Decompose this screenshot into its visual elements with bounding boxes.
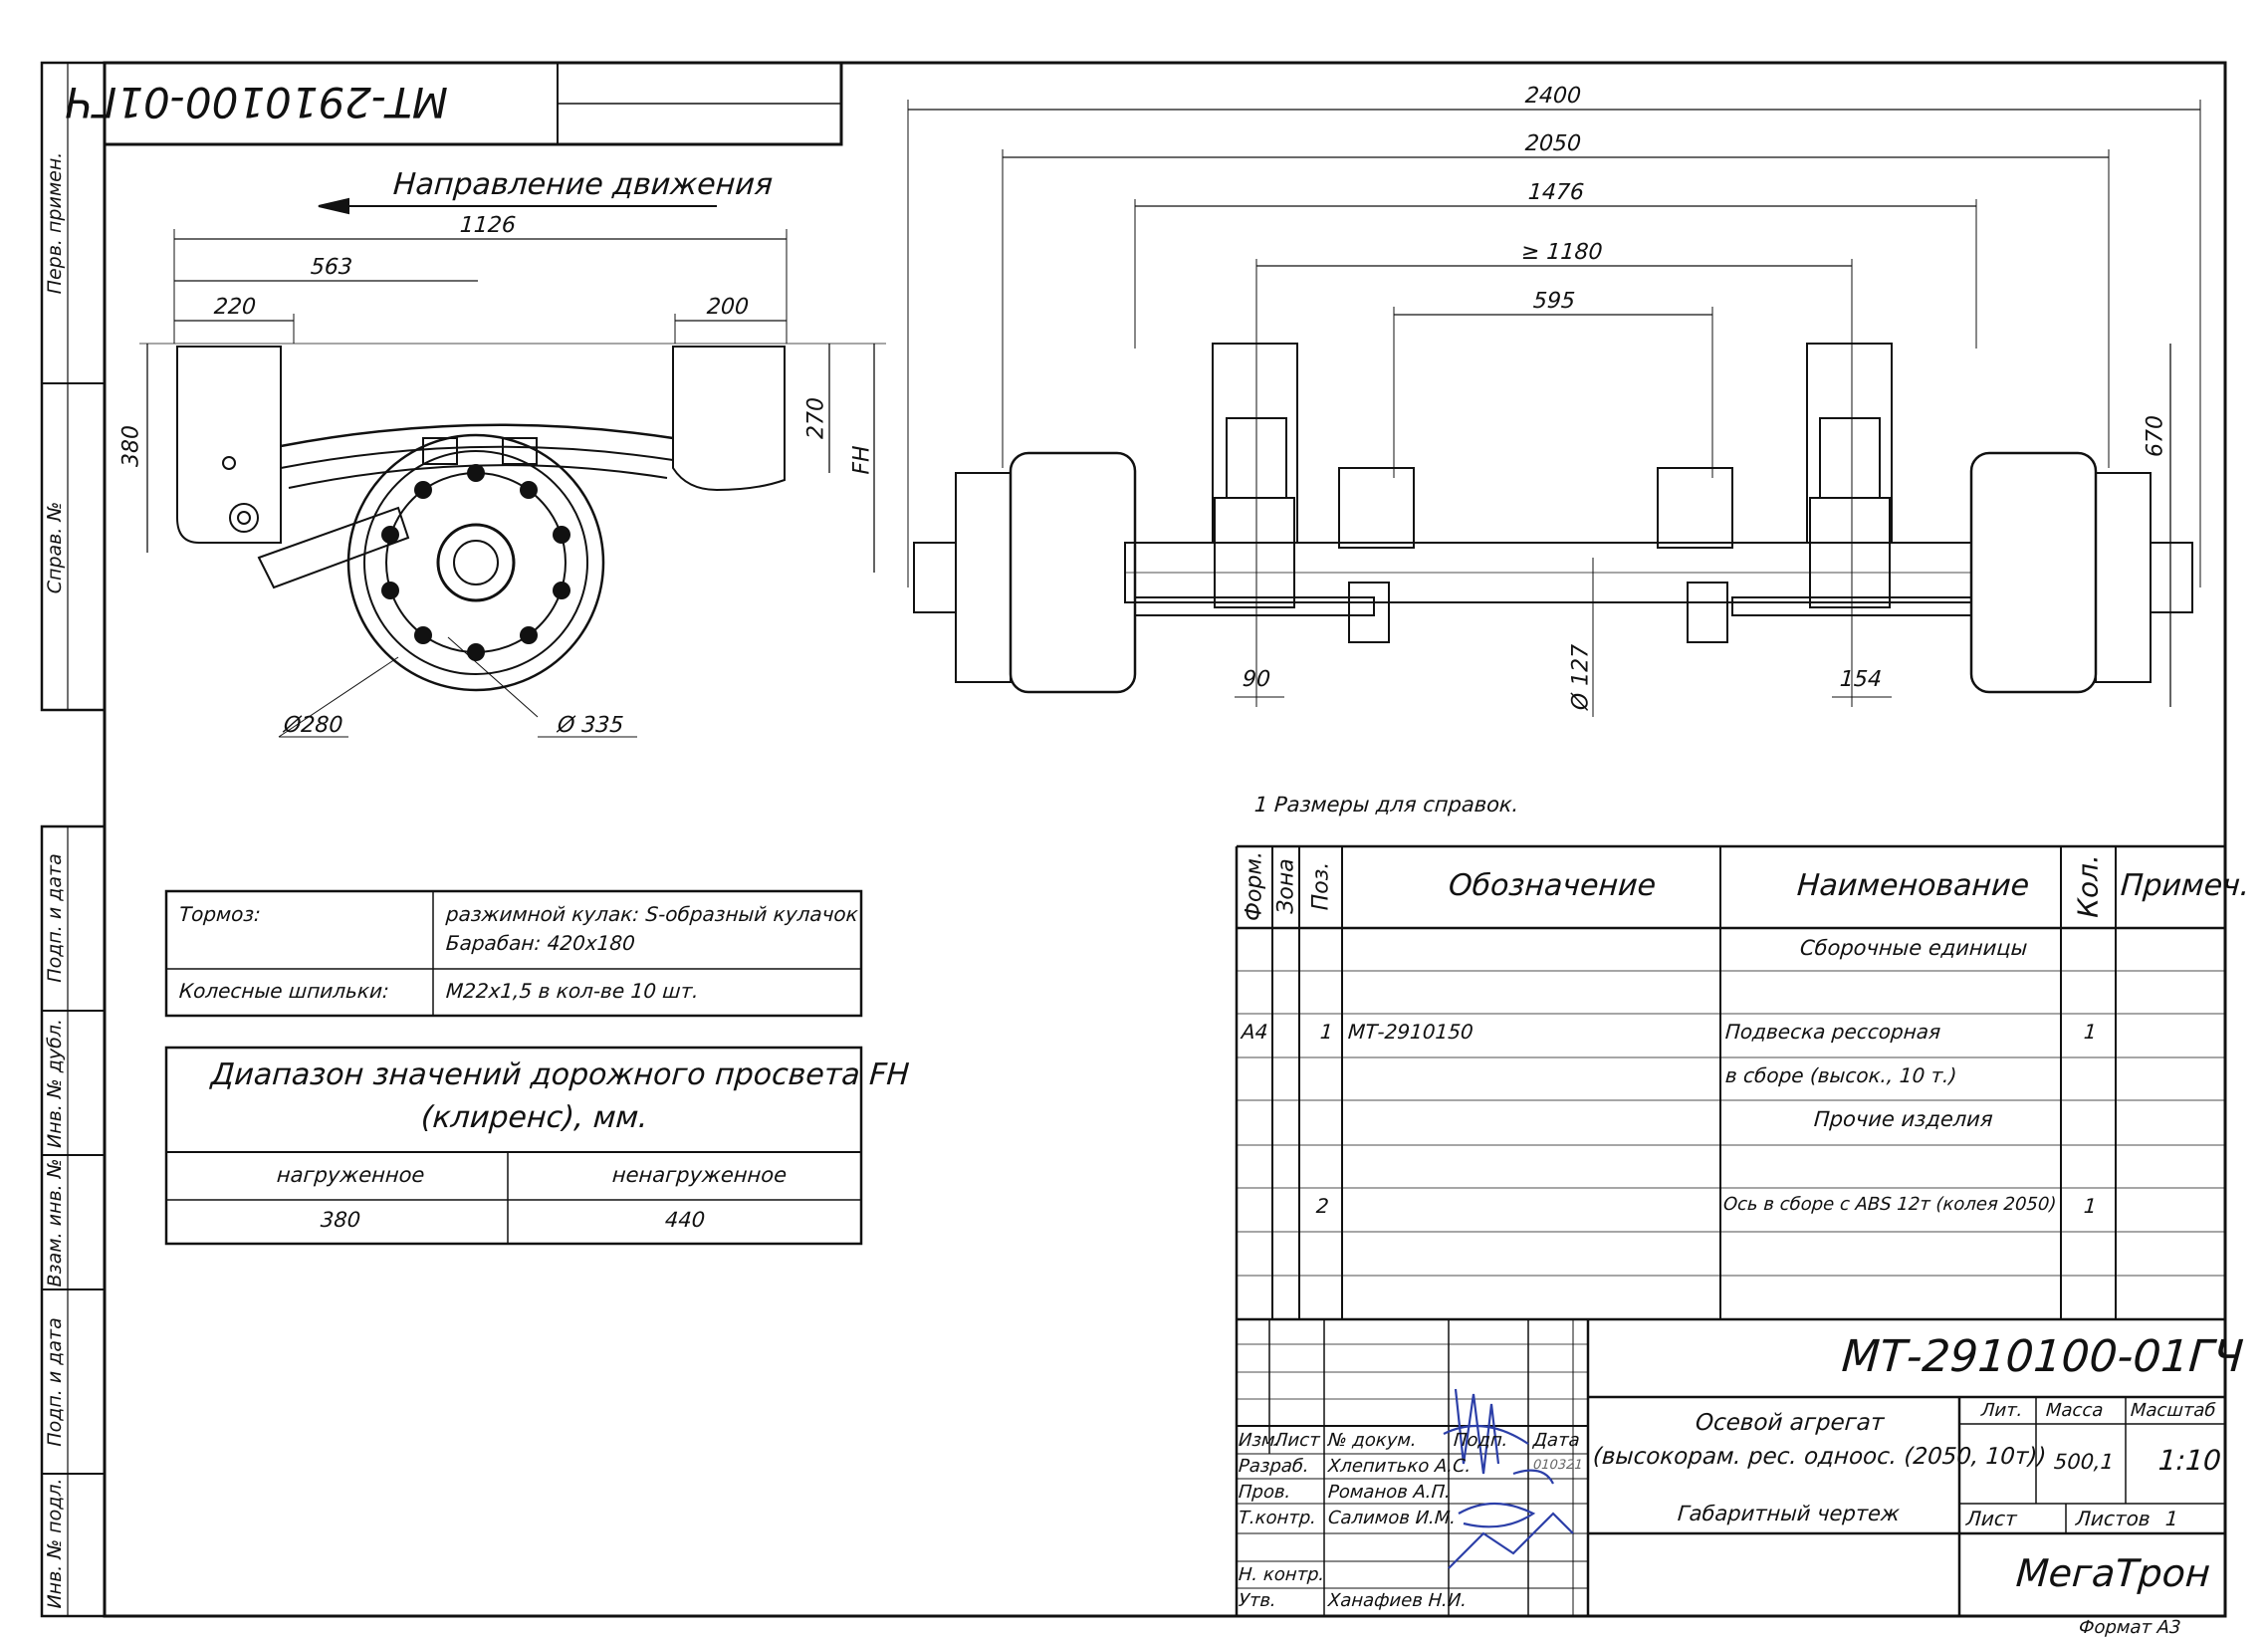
spec-row1-qty: 1 [2083,1020,2098,1044]
title-name-3: Габаритный чертеж [1677,1502,1901,1525]
title-name-1: Осевой агрегат [1695,1410,1886,1436]
dim-154: 154 [1839,667,1883,692]
tb-mass-value: 500,1 [2053,1450,2115,1474]
tb-company: МегаТрон [2014,1551,2212,1595]
tb-lit-label: Лит. [1980,1400,2024,1421]
strip-sprav-no: Справ. № [44,501,66,594]
spec-header-name: Наименование [1795,868,2031,903]
clearance-value-loaded: 380 [320,1208,361,1232]
dim-90: 90 [1242,667,1271,692]
dim-1126: 1126 [459,213,517,238]
clearance-header-loaded: нагруженное [276,1163,426,1187]
front-view-drawing [907,100,2201,717]
dim-d335: Ø 335 [557,713,625,738]
format-label: Формат А3 [2078,1617,2182,1638]
tb-role-tkontr: Т.контр. [1238,1508,1317,1528]
brake-value-1b: Барабан: 420х180 [445,931,636,955]
clearance-title-2: (клиренс), мм. [419,1100,649,1135]
strip-vzam-inv: Взам. инв. № [44,1158,66,1287]
strip-inv-dubl: Инв. № дубл. [44,1019,66,1148]
left-strip-bottom [40,824,107,1618]
dim-270: 270 [803,397,829,439]
dim-2050: 2050 [1524,131,1582,156]
tb-person-utv: Ханафиев Н.И. [1327,1590,1468,1611]
spec-row1-name: Подвеска рессорная [1724,1020,1942,1044]
tb-role-utv: Утв. [1238,1590,1277,1611]
tb-person-prov: Романов А.П. [1327,1482,1452,1503]
dim-2400: 2400 [1524,84,1582,109]
brake-label-1: Тормоз: [178,902,262,926]
dim-670: 670 [2143,415,2168,457]
clearance-title-1: Диапазон значений дорожного просвета FH [209,1057,911,1092]
signature-scribble [1443,1388,1574,1569]
clearance-value-unloaded: 440 [664,1208,706,1232]
spec-table-lines [1235,844,2225,1616]
dim-380: 380 [118,425,144,467]
tb-col-date: Дата [1532,1430,1581,1451]
left-strip-top [40,61,107,712]
dim-1476: 1476 [1527,180,1585,205]
wheel-studs [381,464,570,661]
tb-date-razrab: 010321 [1532,1458,1584,1473]
dim-200: 200 [706,295,750,320]
title-designation: МТ-2910100-01ГЧ [1840,1331,2246,1382]
spec-row1-form: А4 [1241,1020,1269,1044]
tb-sheet-label: Лист [1965,1507,2018,1530]
spec-row2-name: в сборе (высок., 10 т.) [1724,1063,1958,1087]
spec-section-assemblies: Сборочные единицы [1799,936,2029,960]
spec-header-designation: Обозначение [1447,868,1658,903]
spec-header-form: Форм. [1242,851,1267,921]
brake-table-lines [164,889,863,1018]
tb-sheets-label: Листов [2075,1507,2152,1530]
brake-value-2: М22х1,5 в кол-ве 10 шт. [445,979,700,1003]
brake-value-1a: разжимной кулак: S-образный кулачок [445,902,859,926]
strip-podp-data-2: Подп. и дата [44,1317,66,1447]
strip-inv-podl: Инв. № подл. [44,1478,66,1609]
spec-row3-name: Ось в сборе с ABS 12т (колея 2050) [1722,1194,2058,1215]
spec-section-other: Прочие изделия [1813,1107,1994,1131]
tb-scale-value: 1:10 [2156,1444,2223,1477]
tb-person-tkontr: Салимов И.М. [1327,1508,1457,1528]
clearance-table-lines [164,1046,863,1246]
tb-role-nkontr: Н. контр. [1238,1564,1325,1585]
dim-563: 563 [310,255,353,280]
dim-d280: Ø280 [283,713,344,738]
clearance-header-unloaded: ненагруженное [611,1163,788,1187]
tb-mass-label: Масса [2045,1400,2105,1421]
dim-595: 595 [1532,289,1576,314]
spec-header-qty: Кол. [2071,854,2105,918]
spec-row1-pos: 1 [1319,1020,1334,1044]
tb-col-podp: Подп. [1453,1430,1509,1451]
spec-row1-designation: МТ-2910150 [1347,1020,1474,1044]
direction-label: Направление движения [391,167,775,202]
spec-row3-pos: 2 [1315,1194,1330,1218]
tb-role-prov: Пров. [1238,1482,1292,1503]
dim-d127: Ø 127 [1568,643,1594,711]
spec-header-pos: Поз. [1308,861,1334,911]
spec-header-zone: Зона [1273,858,1299,914]
dim-220: 220 [213,295,257,320]
tb-col-list: Лист [1273,1430,1321,1451]
strip-podp-data-1: Подп. и дата [44,853,66,983]
dim-1180: ≥ 1180 [1520,240,1604,265]
tb-person-razrab: Хлепитько А.С. [1327,1456,1473,1477]
sheet-frame [103,61,2227,1618]
note-text: 1 Размеры для справок. [1253,793,1520,817]
title-name-2: (высокорам. рес. одноос. (2050, 10т)) [1592,1444,2048,1470]
tb-role-razrab: Разраб. [1238,1456,1310,1477]
side-view-drawing [139,197,886,692]
title-block-lines [1237,1319,2225,1616]
brake-label-2: Колесные шпильки: [178,979,390,1003]
tb-sheets-value: 1 [2164,1507,2179,1530]
spec-header-note: Примеч. [2119,868,2251,903]
designation-rotated: МТ-2910100-01ГЧ [65,78,448,126]
spec-row3-qty: 1 [2083,1194,2098,1218]
dim-fh: FH [849,445,875,475]
tb-col-doc: № докум. [1327,1430,1418,1451]
strip-perv-primen: Перв. примен. [44,151,66,295]
tb-scale-label: Масштаб [2130,1400,2217,1421]
